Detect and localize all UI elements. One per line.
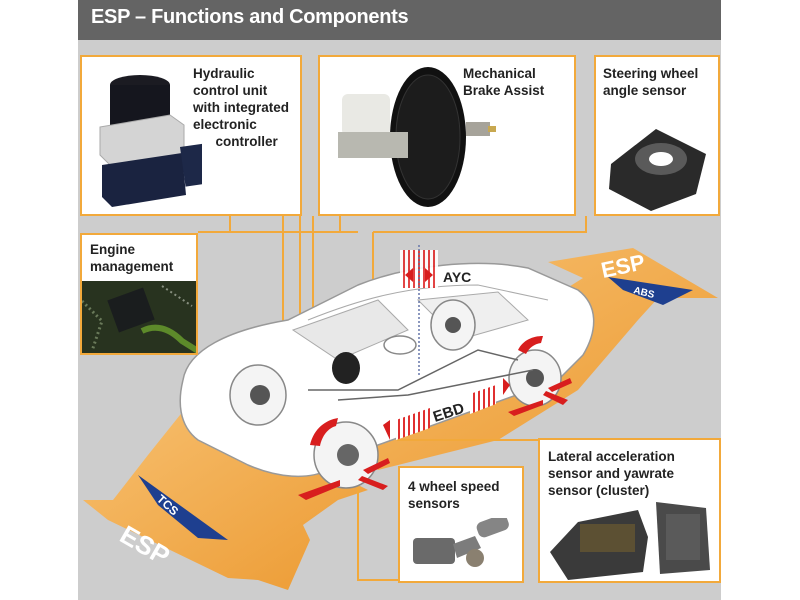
component-box-lateral: Lateral acceleration sensor and yawrate … [538, 438, 721, 583]
steering-sensor-image [609, 129, 706, 211]
component-label-wheel: 4 wheel speed sensors [408, 479, 500, 511]
car-scene: AYC EBD ESP ABS ESP TCS [83, 212, 718, 590]
ayc-yaw-icon [400, 245, 438, 375]
ebd-stripes [383, 378, 510, 440]
ayc-label: AYC [443, 269, 471, 285]
hydraulic-unit-image [99, 75, 202, 207]
page-title: ESP – Functions and Components [91, 6, 409, 28]
component-label-lateral: Lateral acceleration sensor and yawrate … [548, 449, 675, 498]
wheel-front-right [313, 421, 379, 489]
component-box-steering: Steering wheel angle sensor [594, 55, 720, 216]
header-bar: ESP – Functions and Components [78, 0, 721, 40]
component-label-brake: Mechanical Brake Assist [463, 66, 545, 98]
wheel-speed-sensor-image [413, 518, 509, 567]
brake-booster-image [338, 67, 496, 207]
component-label-engine: Engine management [90, 242, 174, 274]
component-box-brake: Mechanical Brake Assist [318, 55, 576, 216]
wheel-front-left [229, 364, 287, 426]
component-label-hydraulic: Hydraulic control unit with integrated e… [193, 66, 290, 149]
component-box-wheel: 4 wheel speed sensors [398, 466, 524, 583]
car-illustration [179, 262, 595, 489]
component-box-hydraulic: Hydraulic control unit with integrated e… [80, 55, 302, 216]
circuit-board-image [82, 281, 196, 353]
yaw-sensor-cluster-image [550, 502, 710, 580]
abs-label: ABS [632, 285, 655, 301]
component-label-steering: Steering wheel angle sensor [603, 66, 699, 98]
tcs-badge [138, 475, 228, 540]
wheel-force-arrows [298, 336, 572, 500]
wheel-rear-left [430, 299, 476, 351]
abs-badge [608, 277, 693, 305]
booster-in-car [332, 352, 360, 384]
esp-diagram: ESP – Functions and Components [78, 0, 721, 600]
component-box-engine: Engine management [80, 233, 198, 355]
